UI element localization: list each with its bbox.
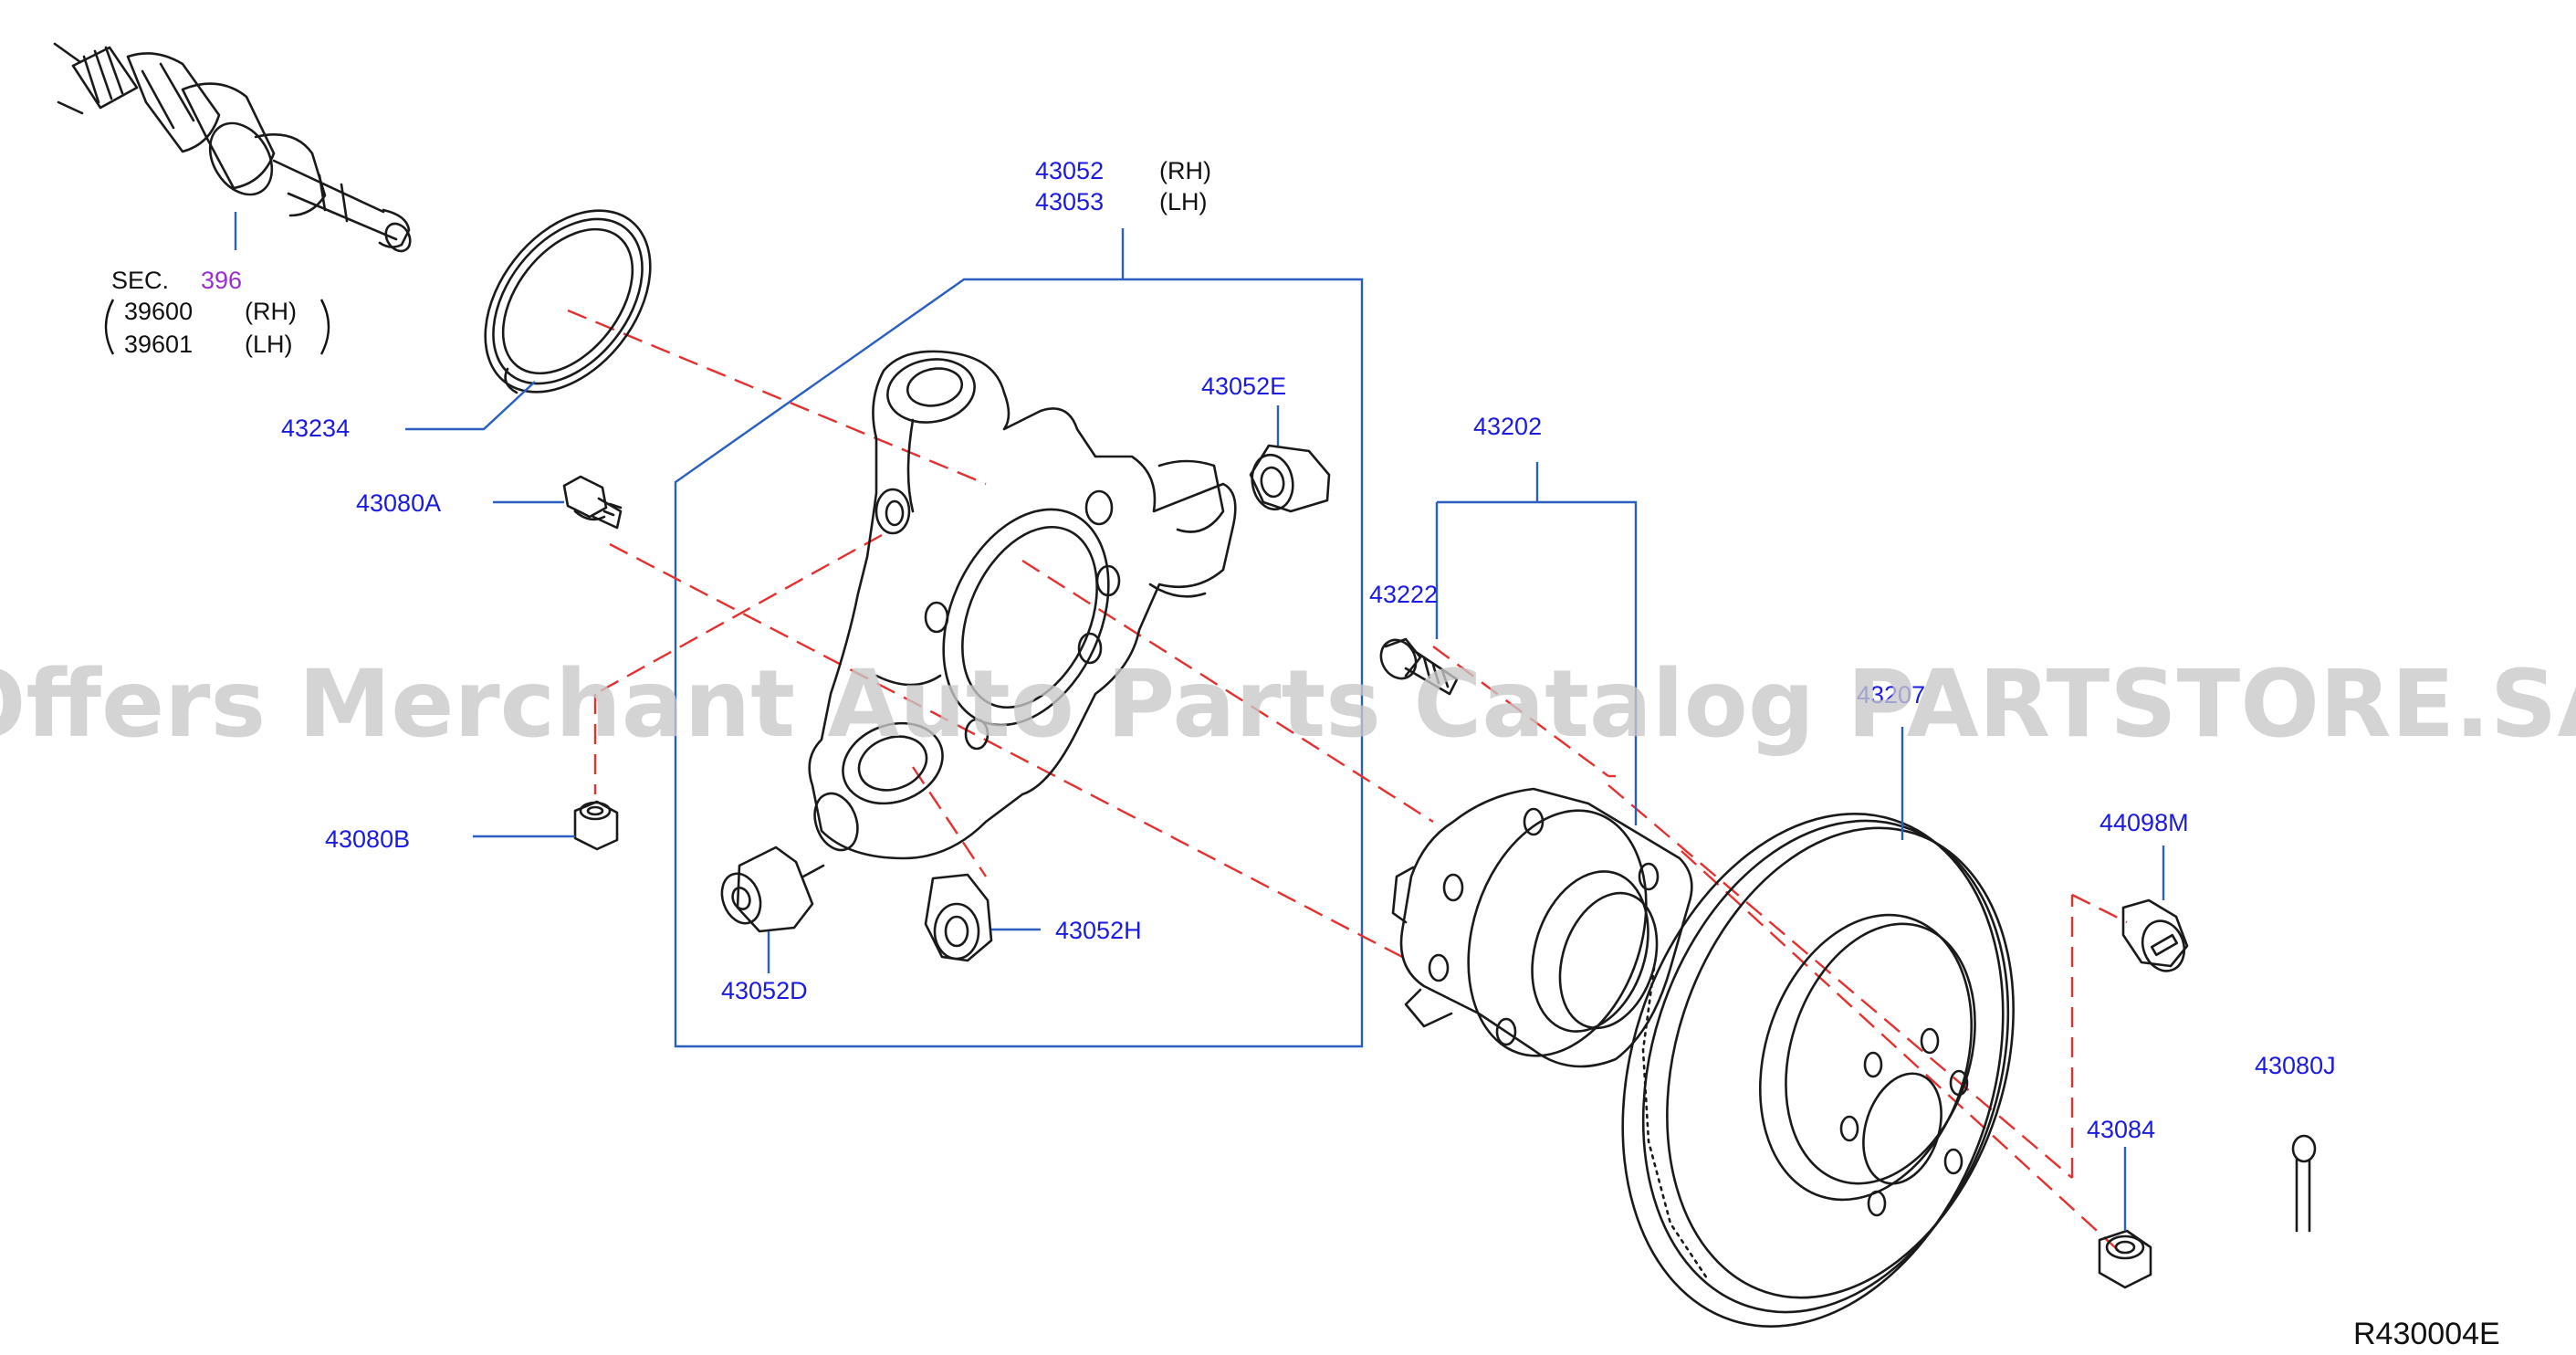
part-43053-label[interactable]: 43053 [1035,188,1104,215]
part-43207-label[interactable]: 43207 [1857,681,1925,709]
part-43052-side: (RH) [1159,157,1211,184]
part-39600-side: (RH) [245,298,297,325]
bracket-left [104,299,115,355]
part-43084-label[interactable]: 43084 [2087,1116,2155,1143]
steering-knuckle-icon [808,350,1237,860]
part-43080b-label[interactable]: 43080B [325,825,410,853]
part-43080j-label[interactable]: 43080J [2255,1052,2336,1079]
cotter-pin-43080j-icon [2291,1134,2317,1233]
diagram-reference-code: R430004E [2353,1317,2500,1351]
bushing-43052e-icon [1249,444,1331,513]
nut-43080b-icon [573,800,619,851]
part-43052h-label[interactable]: 43052H [1055,917,1142,944]
part-39600-label[interactable]: 39600 [124,298,193,325]
part-43222-label[interactable]: 43222 [1369,581,1438,608]
sec-prefix-label: SEC. [111,267,169,294]
bracket-right [319,299,330,355]
part-44098m-label[interactable]: 44098M [2100,809,2189,836]
oil-seal-43234-icon [484,209,652,394]
brake-disc-43207-icon [1621,813,2015,1328]
bushing-43052d-icon [720,846,825,933]
part-43052e-label[interactable]: 43052E [1201,373,1286,400]
hub-bearing-43202-icon [1391,787,1693,1068]
bolt-43080a-icon [562,475,623,530]
part-43080a-label[interactable]: 43080A [356,489,441,517]
hub-bolt-43222-icon [1379,637,1459,696]
plug-44098m-icon [2121,898,2189,972]
nut-43084-icon [2098,1229,2152,1289]
part-43202-label[interactable]: 43202 [1473,413,1542,440]
part-39601-label[interactable]: 39601 [124,331,193,358]
knuckle-group-frame [674,278,1364,1048]
part-43052d-label[interactable]: 43052D [721,977,808,1004]
part-43052-label[interactable]: 43052 [1035,157,1104,184]
drive-shaft-icon [53,42,412,253]
bushing-43052h-icon [924,873,993,962]
sec-396-link[interactable]: 396 [201,267,242,294]
part-39601-side: (LH) [245,331,293,358]
leader-lines [234,212,2165,1231]
part-43234-label[interactable]: 43234 [281,415,350,442]
watermark-text: Offers Merchant Auto Parts Catalog PARTS… [0,650,2576,759]
part-43053-side: (LH) [1159,188,1208,215]
assembly-centerlines [567,309,2128,1259]
